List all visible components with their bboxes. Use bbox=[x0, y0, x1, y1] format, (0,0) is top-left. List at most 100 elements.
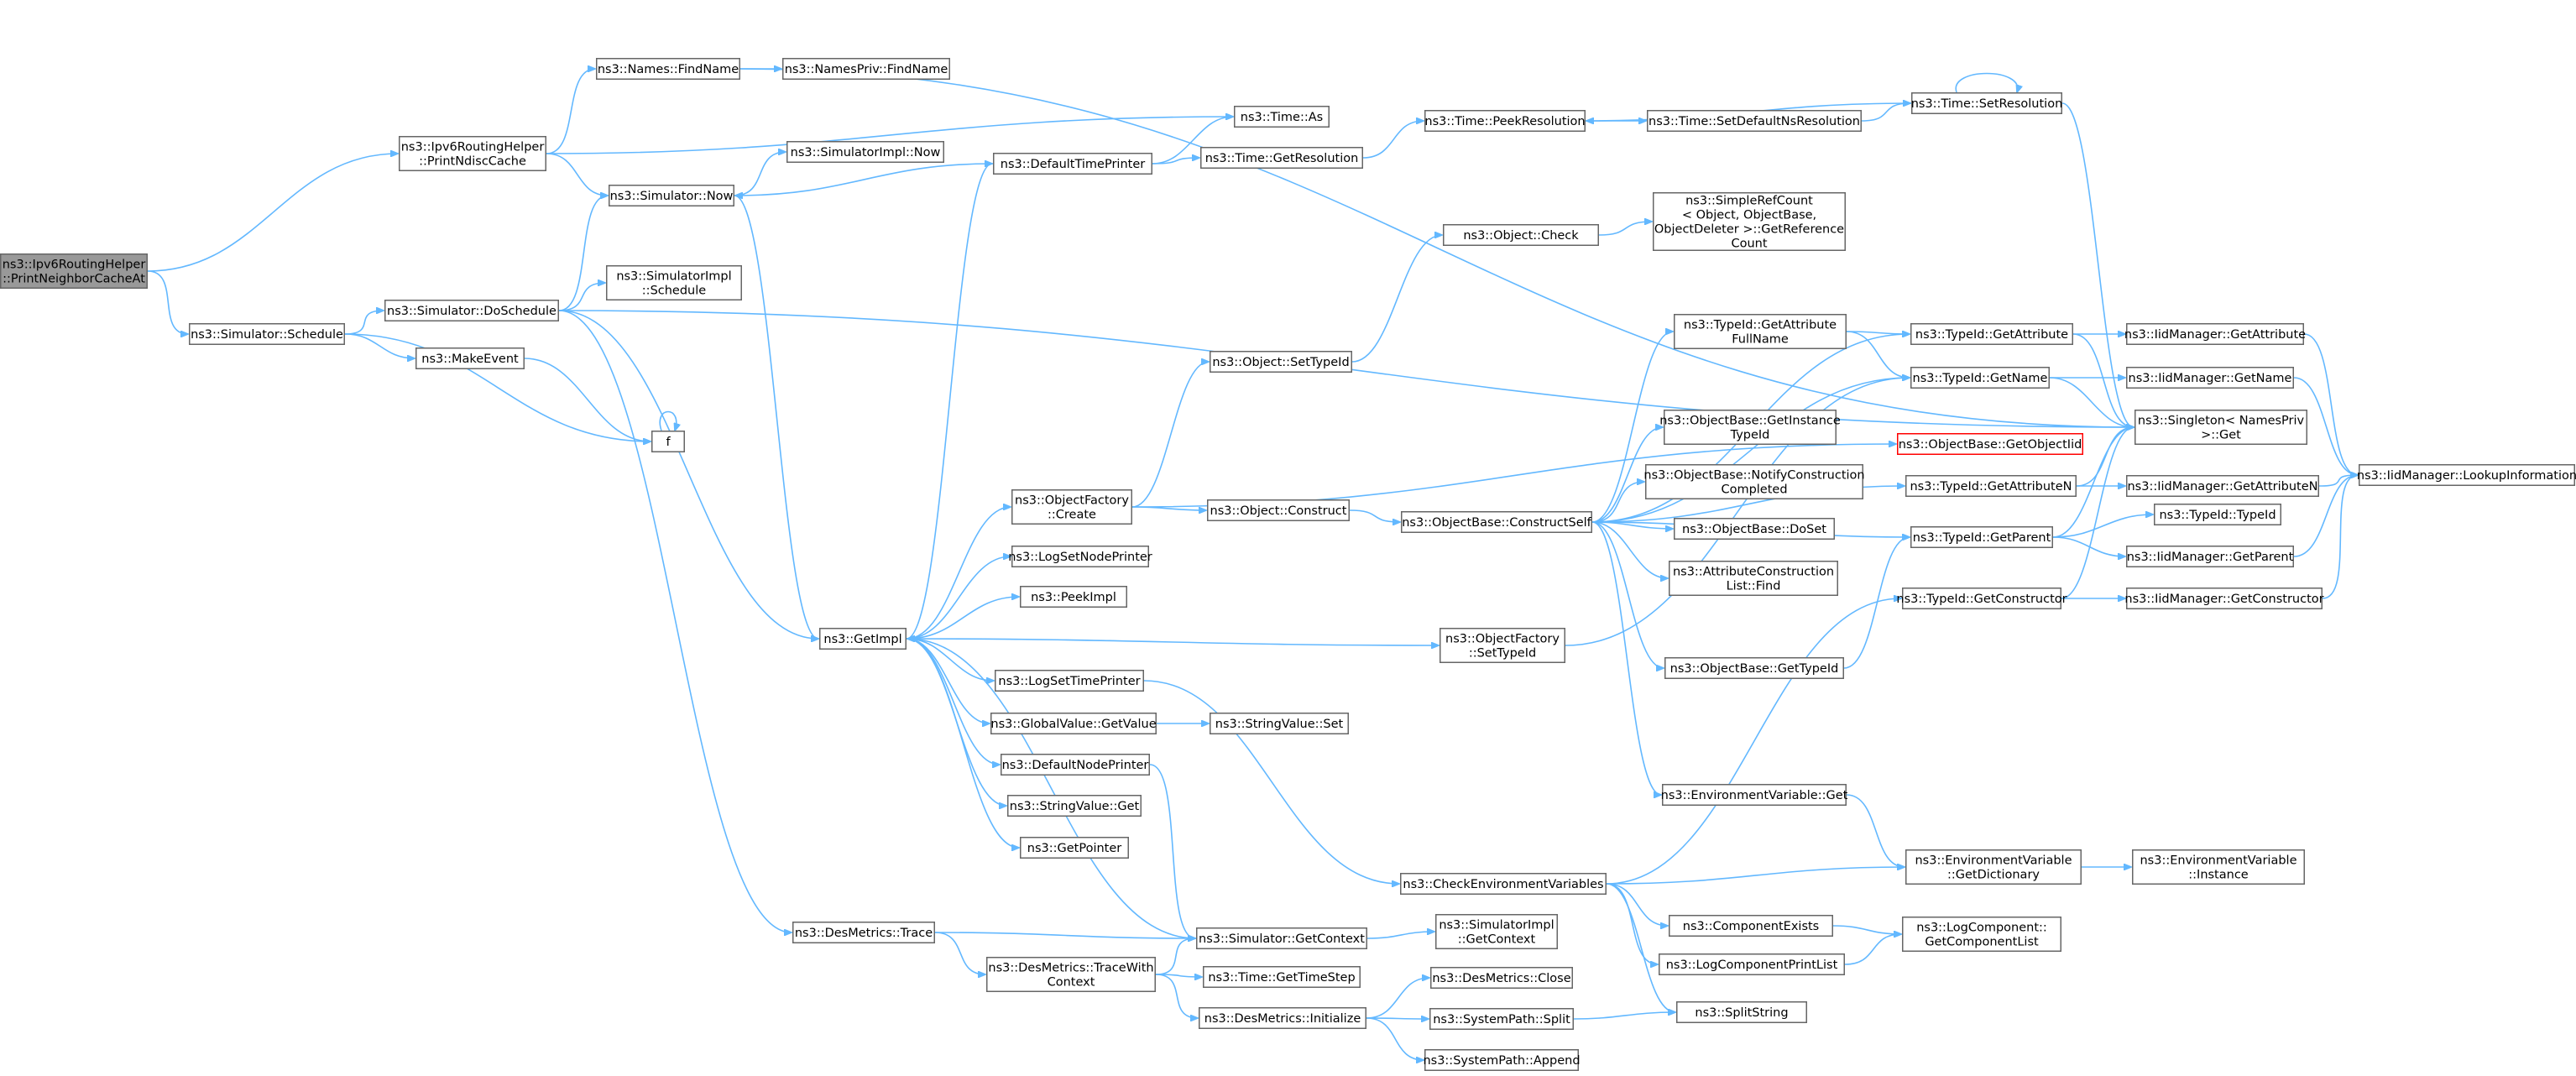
node-getptr[interactable]: ns3::GetPointer bbox=[1020, 837, 1129, 859]
node-tidgetctor[interactable]: ns3::TypeId::GetConstructor bbox=[1896, 588, 2067, 609]
node-root[interactable]: ns3::Ipv6RoutingHelper::PrintNeighborCac… bbox=[0, 253, 148, 289]
node-box bbox=[1669, 561, 1838, 596]
node-desclose[interactable]: ns3::DesMetrics::Close bbox=[1430, 967, 1573, 989]
node-defnp[interactable]: ns3::DefaultNodePrinter bbox=[1001, 754, 1150, 776]
node-label: ns3::LogSetTimePrinter bbox=[998, 675, 1140, 688]
node-ofcreate[interactable]: ns3::ObjectFactory::Create bbox=[1011, 489, 1132, 525]
node-obgetobj[interactable]: ns3::ObjectBase::GetObjectIid bbox=[1897, 433, 2083, 455]
node-label: ns3::TypeId::GetAttribute bbox=[1684, 319, 1837, 332]
node-tidgetattrn[interactable]: ns3::TypeId::GetAttributeN bbox=[1905, 475, 2077, 497]
node-label: ns3::Ipv6RoutingHelper bbox=[3, 259, 146, 272]
node-svset[interactable]: ns3::StringValue::Set bbox=[1210, 713, 1349, 734]
node-simgetctx[interactable]: ns3::Simulator::GetContext bbox=[1196, 927, 1367, 949]
node-envdict[interactable]: ns3::EnvironmentVariable::GetDictionary bbox=[1905, 849, 2082, 885]
node-obdoset[interactable]: ns3::ObjectBase::DoSet bbox=[1674, 518, 1835, 540]
node-simnow[interactable]: ns3::Simulator::Now bbox=[609, 185, 734, 206]
node-obgettid[interactable]: ns3::ObjectBase::GetTypeId bbox=[1664, 657, 1844, 679]
node-tidgetparent[interactable]: ns3::TypeId::GetParent bbox=[1910, 526, 2053, 548]
node-box bbox=[1435, 914, 1558, 949]
node-ofsettid[interactable]: ns3::ObjectFactory::SetTypeId bbox=[1440, 628, 1565, 663]
node-simimplgetctx[interactable]: ns3::SimulatorImpl::GetContext bbox=[1435, 914, 1558, 949]
node-iidgetattrn[interactable]: ns3::IidManager::GetAttributeN bbox=[2126, 475, 2319, 497]
node-setdefns[interactable]: ns3::Time::SetDefaultNsResolution bbox=[1647, 110, 1862, 132]
node-destrace[interactable]: ns3::DesMetrics::Trace bbox=[792, 922, 935, 943]
edge-simnow-to-simimplnow bbox=[734, 152, 786, 196]
node-iidgetattr[interactable]: ns3::IidManager::GetAttribute bbox=[2124, 323, 2306, 345]
edge-dosched-to-simimplsched bbox=[558, 283, 605, 311]
edge-obconstructself-to-envget bbox=[1591, 521, 1661, 795]
node-box bbox=[2134, 410, 2307, 445]
node-nprivfind[interactable]: ns3::NamesPriv::FindName bbox=[782, 58, 950, 80]
node-splitstring[interactable]: ns3::SplitString bbox=[1676, 1001, 1807, 1023]
node-label: TypeId bbox=[1730, 429, 1770, 442]
node-timestep[interactable]: ns3::Time::GetTimeStep bbox=[1203, 966, 1361, 988]
node-logsetnp[interactable]: ns3::LogSetNodePrinter bbox=[1008, 546, 1152, 567]
node-label: Completed bbox=[1721, 483, 1787, 497]
node-spsplit[interactable]: ns3::SystemPath::Split bbox=[1429, 1008, 1574, 1030]
node-objconstruct[interactable]: ns3::Object::Construct bbox=[1207, 499, 1350, 521]
node-findname[interactable]: ns3::Names::FindName bbox=[596, 58, 740, 80]
node-spappend[interactable]: ns3::SystemPath::Append bbox=[1423, 1049, 1581, 1071]
node-lookup[interactable]: ns3::IidManager::LookupInformation bbox=[2357, 464, 2576, 486]
node-label: ::GetDictionary bbox=[1947, 869, 2040, 882]
node-peekres[interactable]: ns3::Time::PeekResolution bbox=[1424, 110, 1586, 132]
node-box bbox=[1207, 499, 1350, 521]
node-objcheck[interactable]: ns3::Object::Check bbox=[1443, 224, 1599, 246]
node-peekimpl[interactable]: ns3::PeekImpl bbox=[1020, 586, 1127, 608]
node-tidtypeid[interactable]: ns3::TypeId::TypeId bbox=[2154, 504, 2281, 525]
node-desinit[interactable]: ns3::DesMetrics::Initialize bbox=[1199, 1007, 1366, 1029]
node-box bbox=[1430, 967, 1573, 989]
node-svget[interactable]: ns3::StringValue::Get bbox=[1007, 795, 1142, 817]
node-tidgetname[interactable]: ns3::TypeId::GetName bbox=[1910, 367, 2050, 389]
node-iidgetname[interactable]: ns3::IidManager::GetName bbox=[2126, 367, 2294, 389]
node-timeas[interactable]: ns3::Time::As bbox=[1234, 106, 1330, 128]
edge-sched-to-makeevent bbox=[344, 333, 415, 358]
node-box bbox=[1910, 367, 2050, 389]
node-envget[interactable]: ns3::EnvironmentVariable::Get bbox=[1661, 784, 1848, 806]
node-f[interactable]: f bbox=[651, 431, 685, 452]
node-obnotify[interactable]: ns3::ObjectBase::NotifyConstructionCompl… bbox=[1643, 464, 1865, 499]
node-compexists[interactable]: ns3::ComponentExists bbox=[1669, 915, 1833, 937]
node-label: ns3::Time::As bbox=[1241, 111, 1323, 124]
node-getimpl[interactable]: ns3::GetImpl bbox=[819, 628, 907, 650]
node-deftp[interactable]: ns3::DefaultTimePrinter bbox=[993, 153, 1152, 175]
node-logcpl[interactable]: ns3::LogComponentPrintList bbox=[1659, 953, 1845, 975]
node-ipv6ndisc[interactable]: ns3::Ipv6RoutingHelper::PrintNdiscCache bbox=[399, 136, 546, 171]
node-logsettp[interactable]: ns3::LogSetTimePrinter bbox=[995, 670, 1144, 692]
node-obconstructself[interactable]: ns3::ObjectBase::ConstructSelf bbox=[1401, 511, 1592, 533]
edge-checkenv-to-compexists bbox=[1606, 883, 1668, 926]
node-setres[interactable]: ns3::Time::SetResolution bbox=[1911, 92, 2063, 114]
node-box bbox=[1203, 966, 1361, 988]
node-dosched[interactable]: ns3::Simulator::DoSchedule bbox=[384, 300, 559, 321]
edge-envget-to-envdict bbox=[1846, 794, 1905, 867]
node-logcomplist[interactable]: ns3::LogComponent::GetComponentList bbox=[1902, 917, 2061, 952]
edge-obconstructself-to-obgettid bbox=[1591, 521, 1664, 668]
edge-destracewith-to-timestep bbox=[1155, 974, 1202, 977]
node-simimplsched[interactable]: ns3::SimulatorImpl::Schedule bbox=[606, 265, 742, 300]
node-sched[interactable]: ns3::Simulator::Schedule bbox=[189, 323, 345, 345]
node-srcount[interactable]: ns3::SimpleRefCount< Object, ObjectBase,… bbox=[1653, 192, 1846, 251]
node-envinst[interactable]: ns3::EnvironmentVariable::Instance bbox=[2132, 849, 2305, 885]
node-iidgetparent[interactable]: ns3::IidManager::GetParent bbox=[2126, 546, 2294, 567]
node-iidgetctor[interactable]: ns3::IidManager::GetConstructor bbox=[2124, 588, 2324, 609]
edge-checkenv-to-splitstring bbox=[1606, 883, 1675, 1012]
node-label: ns3::TypeId::GetConstructor bbox=[1896, 593, 2067, 606]
node-checkenv[interactable]: ns3::CheckEnvironmentVariables bbox=[1400, 873, 1607, 895]
node-label: ns3::Object::Check bbox=[1463, 229, 1579, 243]
node-makeevent[interactable]: ns3::MakeEvent bbox=[415, 347, 525, 369]
node-gvget[interactable]: ns3::GlobalValue::GetValue bbox=[990, 713, 1157, 734]
node-tidgetattr[interactable]: ns3::TypeId::GetAttribute bbox=[1910, 323, 2073, 345]
node-getres[interactable]: ns3::Time::GetResolution bbox=[1200, 147, 1363, 169]
node-singleton[interactable]: ns3::Singleton< NamesPriv>::Get bbox=[2134, 410, 2307, 445]
edge-simgetctx-to-getimpl bbox=[907, 639, 1197, 939]
node-box bbox=[2359, 464, 2575, 486]
node-simimplnow[interactable]: ns3::SimulatorImpl::Now bbox=[786, 141, 944, 163]
node-label: ::Create bbox=[1048, 509, 1096, 522]
node-label: ns3::Time::PeekResolution bbox=[1424, 115, 1585, 128]
node-label: ::Instance bbox=[2188, 869, 2249, 882]
node-objsettid[interactable]: ns3::Object::SetTypeId bbox=[1210, 351, 1352, 373]
